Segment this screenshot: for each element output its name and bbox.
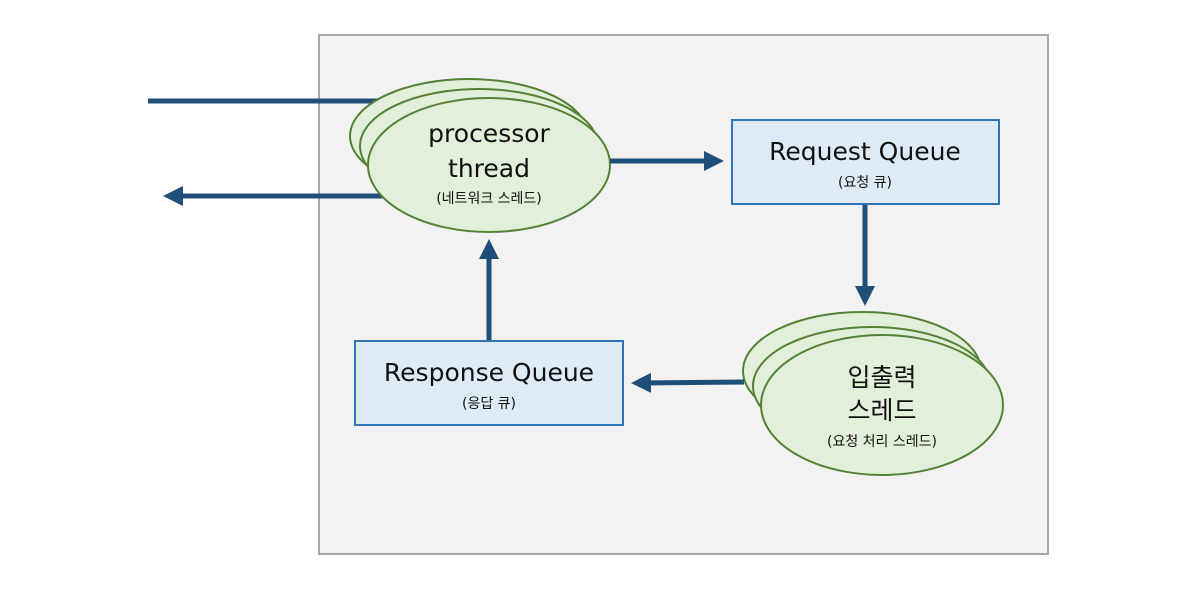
response-queue-node: Response Queue (응답 큐) bbox=[354, 340, 624, 426]
io-thread-label-line2: 스레드 bbox=[847, 396, 916, 425]
io-thread-ellipse bbox=[760, 334, 1004, 476]
request-queue-title: Request Queue bbox=[769, 137, 961, 166]
processor-thread-sublabel: (네트워크 스레드) bbox=[436, 191, 542, 207]
response-queue-title: Response Queue bbox=[384, 358, 594, 387]
request-queue-node: Request Queue (요청 큐) bbox=[731, 119, 1000, 205]
processor-thread-label-line1: processor bbox=[428, 119, 550, 148]
io-thread-sublabel: (요청 처리 스레드) bbox=[827, 434, 937, 450]
io-thread-node: 입출력 스레드 (요청 처리 스레드) bbox=[742, 311, 1004, 476]
processor-thread-label-line2: thread bbox=[448, 154, 530, 183]
processor-thread-node: processor thread (네트워크 스레드) bbox=[349, 78, 611, 233]
processor-thread-ellipse bbox=[367, 97, 611, 233]
request-queue-sublabel: (요청 큐) bbox=[838, 175, 892, 191]
response-queue-box bbox=[354, 340, 624, 426]
response-queue-sublabel: (응답 큐) bbox=[462, 396, 516, 412]
io-thread-label-line1: 입출력 bbox=[847, 363, 916, 392]
request-queue-box bbox=[731, 119, 1000, 205]
arrow-io-thread-to-response-queue bbox=[631, 372, 745, 393]
